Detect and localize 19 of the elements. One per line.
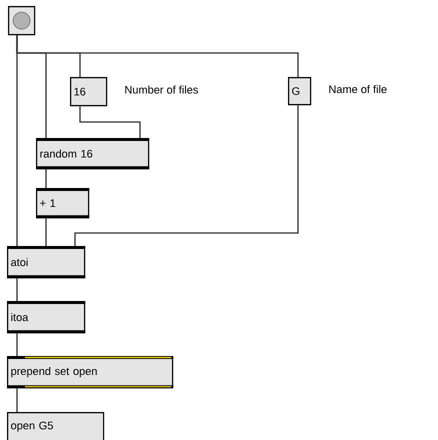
patch-cord	[16, 388, 18, 412]
side-label: Number of files	[125, 86, 198, 94]
patch-cord	[16, 333, 18, 356]
object-box: atoi	[7, 246, 86, 278]
object-box: prepend set open	[7, 356, 174, 388]
message-box: G	[288, 77, 312, 106]
patch-cord	[45, 218, 47, 246]
patch-cord	[16, 35, 299, 77]
object-box: random 16	[36, 138, 150, 170]
patch-cord	[16, 278, 18, 301]
object-box: + 1	[36, 188, 90, 218]
side-label: Name of file	[329, 85, 387, 94]
object-box: itoa	[7, 301, 86, 334]
number-box: 16	[70, 77, 108, 106]
patch-cord	[74, 105, 299, 246]
patch-cord	[45, 169, 47, 188]
message-box: open G5	[7, 412, 104, 440]
bang-button	[8, 6, 36, 36]
patch-cord	[79, 106, 141, 138]
